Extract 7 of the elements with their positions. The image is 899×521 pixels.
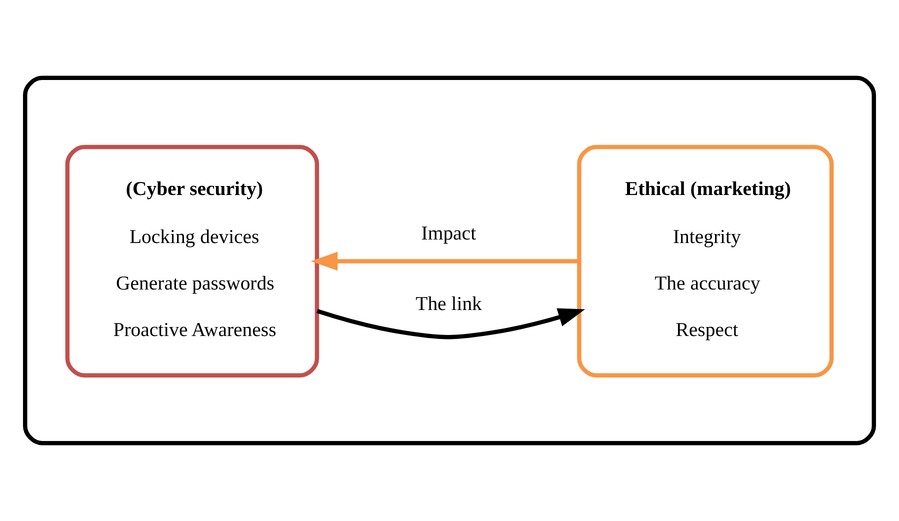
node-box: (Cyber security) Locking devices Generate passwords Proactive Awareness [65,144,320,378]
cluster [23,76,876,446]
arrow [310,252,579,271]
arrow [316,308,586,340]
edge-label: Impact [421,222,476,245]
node-box: Ethical (marketing) Integrity The accuracy Respect [577,144,834,378]
edge-label: The link [416,293,482,316]
